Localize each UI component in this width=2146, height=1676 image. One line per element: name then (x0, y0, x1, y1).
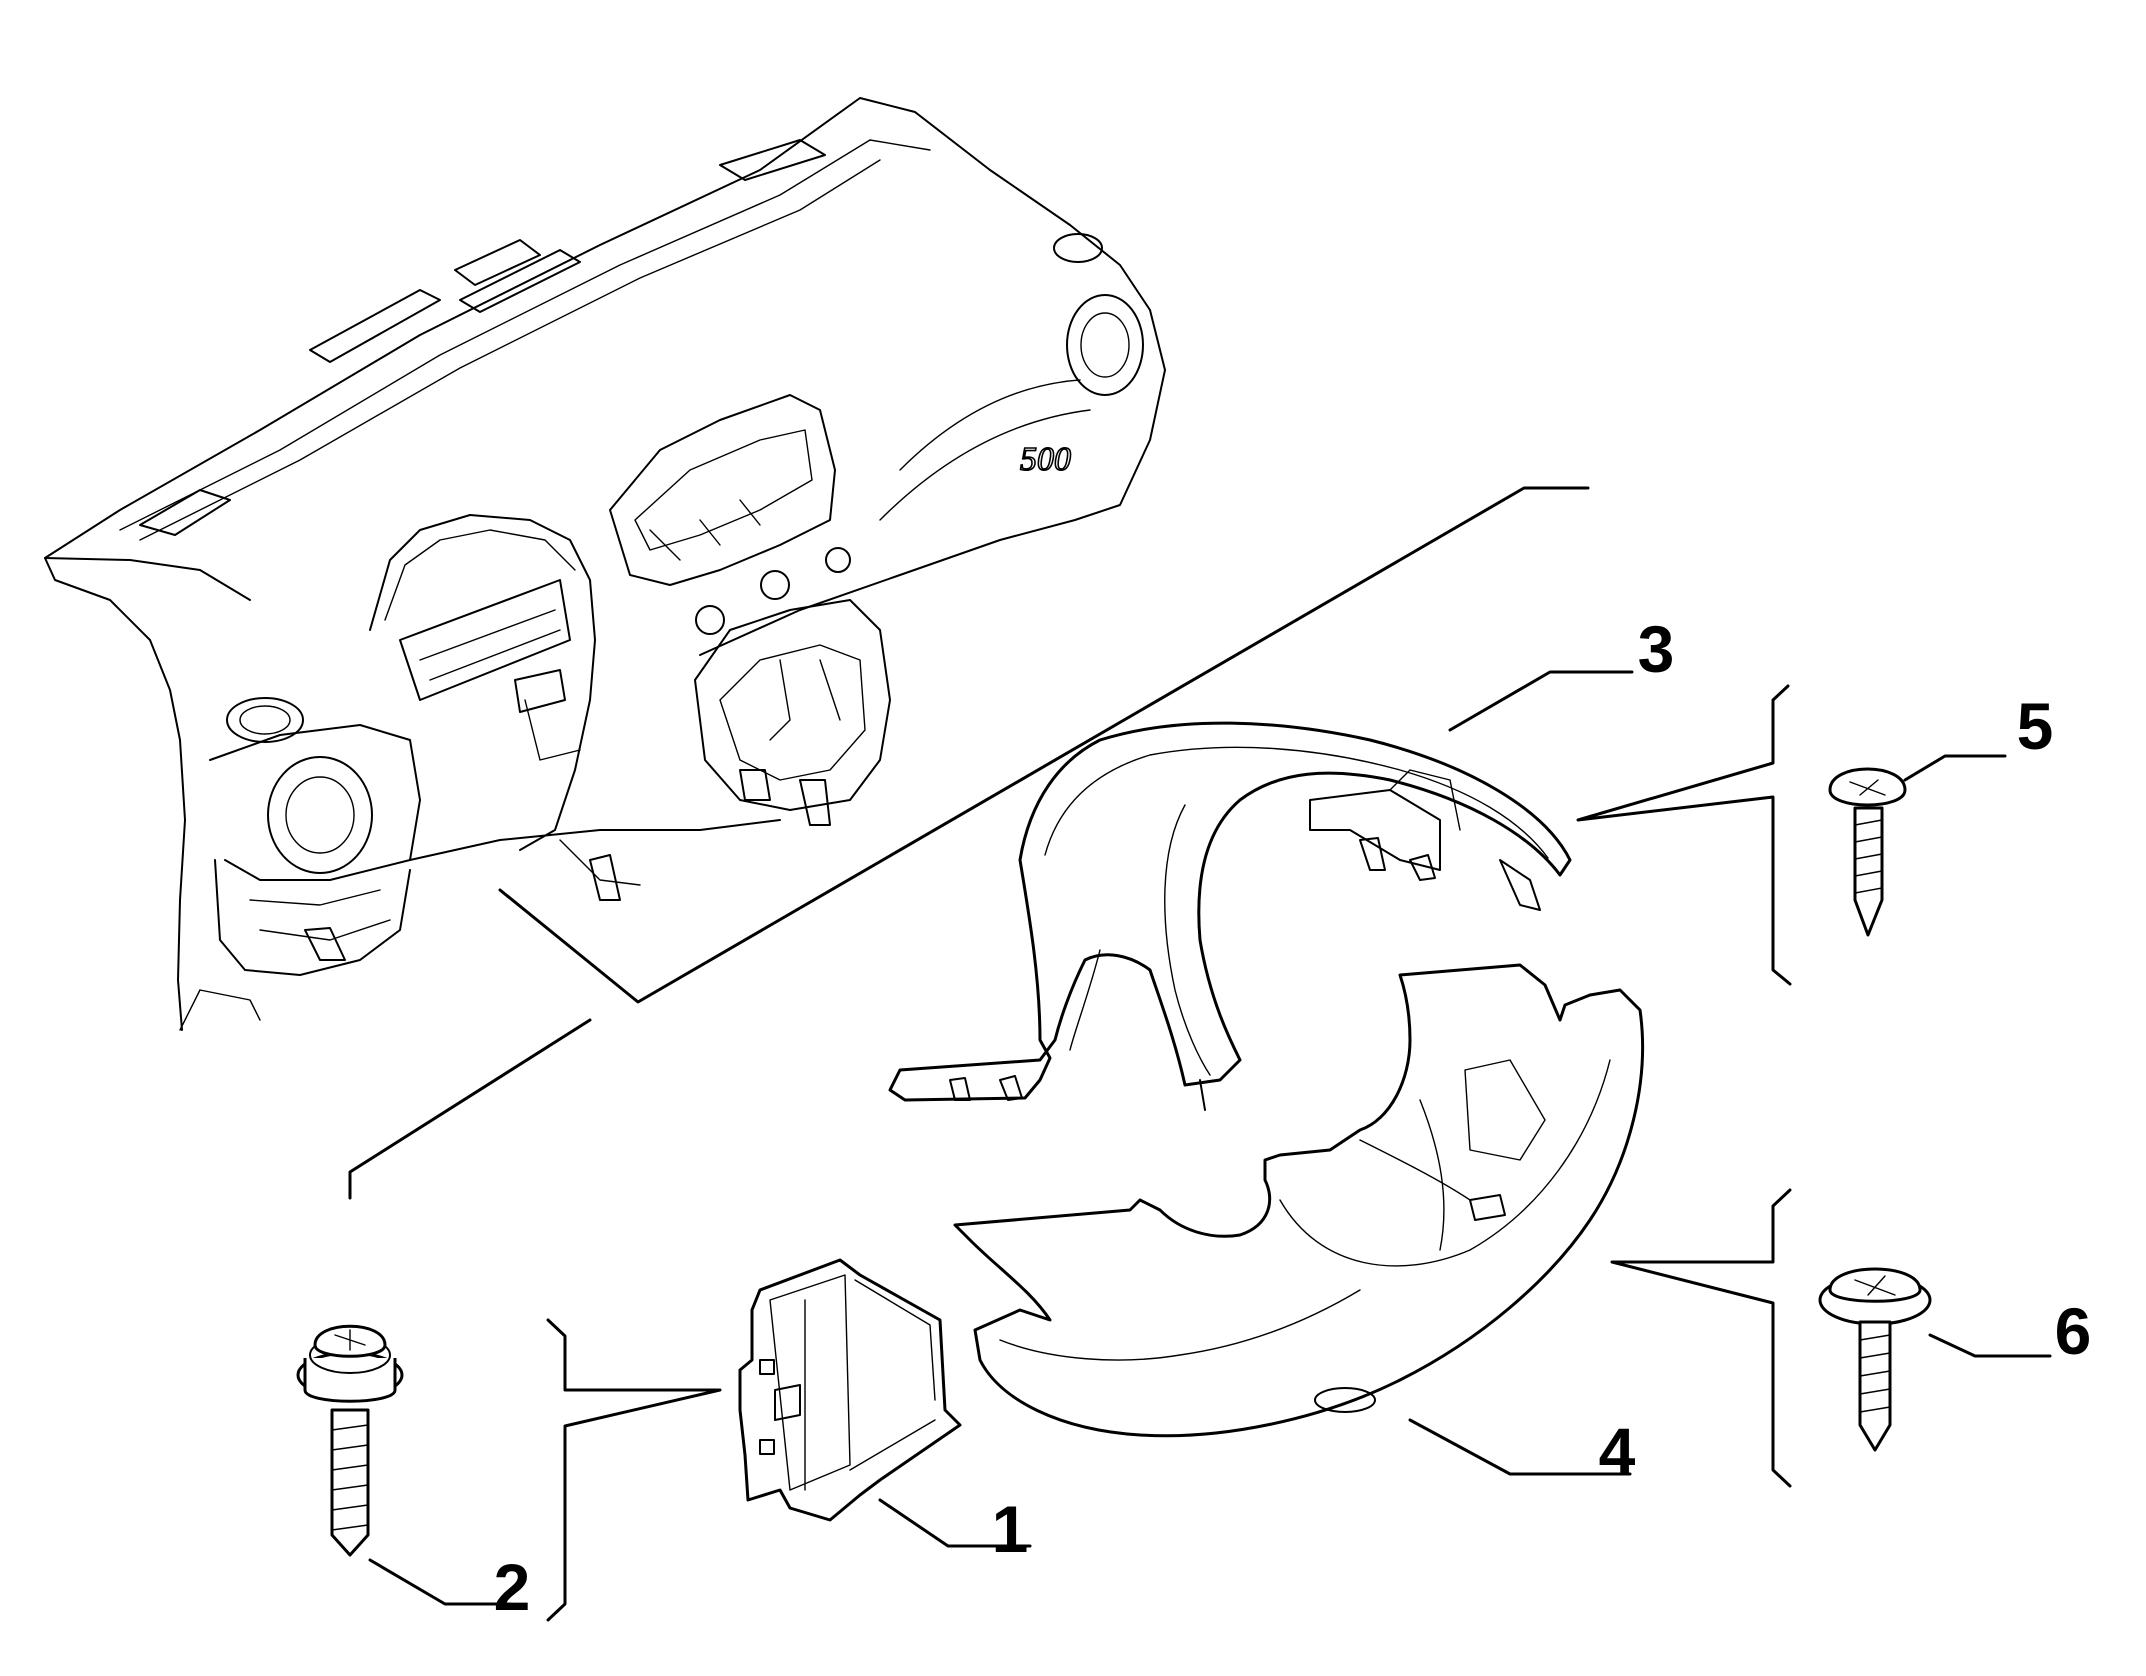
dashboard-leader (498, 486, 1590, 1004)
upper-steering-column-shroud (888, 721, 1572, 1111)
callout-label-1: 1 (992, 1492, 1029, 1566)
leader-1 (878, 1498, 1032, 1548)
self-tapping-screw-part-5 (1828, 767, 1907, 937)
bracket-5 (1576, 684, 1792, 986)
callout-label-6: 6 (2055, 1294, 2092, 1368)
leader-lines (348, 486, 2052, 1622)
bracket-part (738, 1258, 962, 1522)
bracket-1-2 (546, 1318, 722, 1622)
leader-2 (368, 1558, 512, 1606)
callout-label-5: 5 (2017, 689, 2054, 763)
leader-5 (1903, 754, 2007, 782)
callout-label-2: 2 (494, 1550, 531, 1624)
washer-screw-part-2 (296, 1324, 404, 1557)
callout-label-4: 4 (1599, 1414, 1636, 1488)
washer-screw-part-6 (1818, 1267, 1932, 1452)
leader-4 (1408, 1418, 1632, 1476)
dashboard-assembly: 500 (44, 97, 1166, 1031)
callout-label-3: 3 (1638, 612, 1675, 686)
bracket-6 (1610, 1188, 1792, 1488)
emblem-500: 500 (1020, 441, 1071, 478)
leader-6 (1928, 1333, 2052, 1358)
dashboard-bracket-bottom (348, 1018, 592, 1200)
lower-steering-column-shroud (953, 963, 1645, 1438)
leader-3 (1448, 670, 1634, 732)
